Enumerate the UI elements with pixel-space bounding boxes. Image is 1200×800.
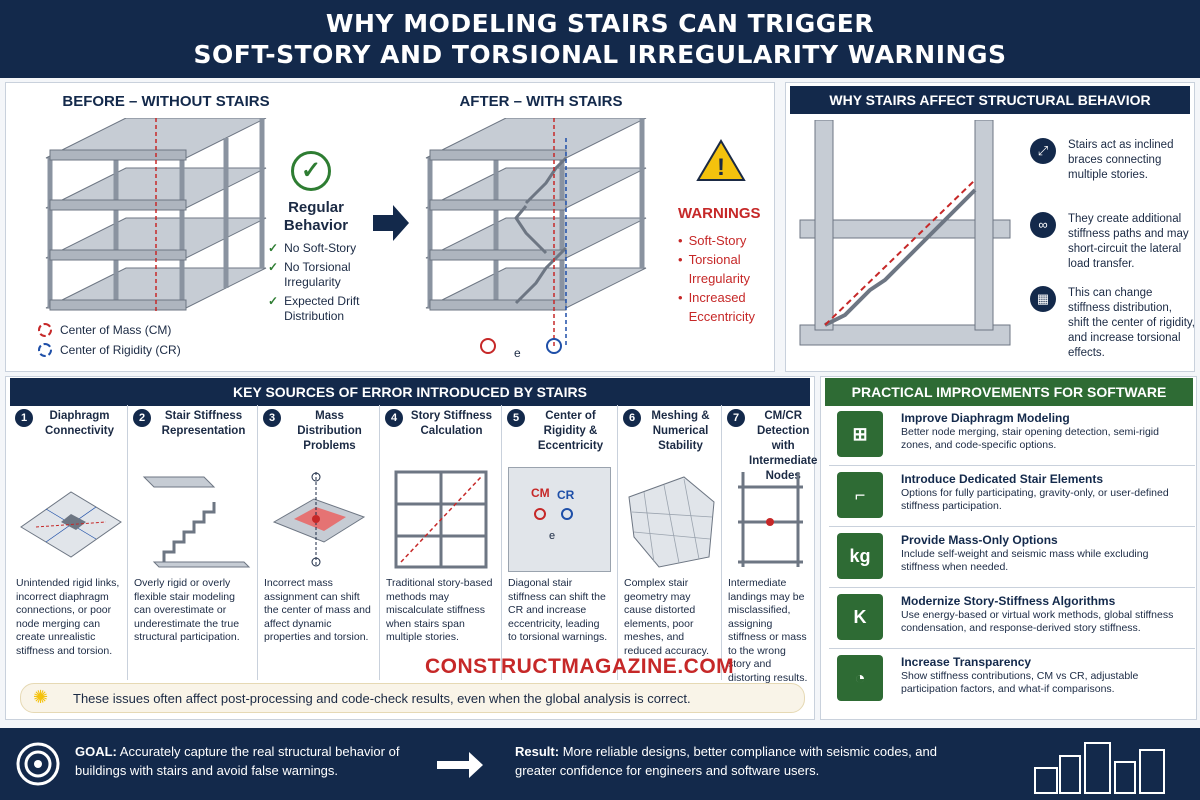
arrows-icon: ⤢ [1030, 138, 1056, 164]
warning-item: •Increased Eccentricity [678, 290, 756, 324]
watermark: CONSTRUCTMAGAZINE.COM [425, 655, 735, 678]
sources-title: KEY SOURCES OF ERROR INTRODUCED BY STAIR… [10, 378, 810, 406]
why-title: WHY STAIRS AFFECT STRUCTURAL BEHAVIOR [790, 86, 1190, 114]
cr-marker [561, 508, 573, 520]
number-badge: 3 [263, 409, 281, 427]
number-badge: 7 [727, 409, 745, 427]
after-title: AFTER – WITH STAIRS [459, 93, 623, 110]
number-badge: 6 [623, 409, 641, 427]
eccentricity-label: e [514, 346, 521, 360]
footer-banner: GOAL: Accurately capture the real struct… [0, 728, 1200, 800]
number-badge: 4 [385, 409, 403, 427]
node-grid-icon: ⊞ [837, 411, 883, 457]
intermediate-node-figure [738, 472, 803, 567]
check-item: ✓No Soft-Story [268, 241, 357, 255]
check-circle-icon: ✓ [291, 151, 331, 191]
warning-item: •Soft-Story [678, 233, 747, 248]
goal-text: GOAL: Accurately capture the real struct… [75, 744, 400, 778]
diaphragm-figure [20, 491, 122, 558]
cm-cr-figure: CM CR e [508, 467, 611, 572]
check-item: ✓Expected Drift Distribution [268, 294, 360, 323]
stairs-icon: ⌐ [837, 472, 883, 518]
cm-label: CM [531, 486, 550, 500]
improvement-item: ⌐ Introduce Dedicated Stair Elements Opt… [829, 466, 1195, 527]
warnings-title: WARNINGS [678, 205, 761, 222]
mesh-figure [628, 476, 715, 568]
building-icon: ▦ [1030, 286, 1056, 312]
note-text: These issues often affect post-processin… [73, 691, 691, 706]
before-after-panel: BEFORE – WITHOUT STAIRS AFTER – WITH STA… [5, 82, 775, 372]
link-icon: ∞ [1030, 212, 1056, 238]
pie-chart-icon: ◔ [837, 655, 883, 701]
regular-checks: ✓No Soft-Story ✓No Torsional Irregularit… [268, 241, 378, 324]
result-text: Result: More reliable designs, better co… [515, 744, 937, 778]
number-badge: 1 [15, 409, 33, 427]
city-skyline-icon [1034, 742, 1165, 794]
frame-figure [394, 470, 488, 569]
title-line-2: SOFT-STORY AND TORSIONAL IRREGULARITY WA… [193, 40, 1007, 69]
improvement-item: ⊞ Improve Diaphragm Modeling Better node… [829, 405, 1195, 466]
header-banner: WHY MODELING STAIRS CAN TRIGGER SOFT-STO… [0, 0, 1200, 78]
building-without-stairs [45, 118, 267, 313]
arrow-right-icon [437, 752, 483, 778]
number-badge: 2 [133, 409, 151, 427]
weight-icon: kg [837, 533, 883, 579]
legend-cm: Center of Mass (CM) [38, 323, 181, 337]
building-with-stairs [425, 118, 647, 354]
stair-brace-illustration [799, 120, 1011, 346]
improvements-title: PRACTICAL IMPROVEMENTS FOR SOFTWARE [825, 378, 1193, 406]
improvement-item: K Modernize Story-Stiffness Algorithms U… [829, 588, 1195, 649]
legend: Center of Mass (CM) Center of Rigidity (… [38, 323, 181, 357]
k-icon: K [837, 594, 883, 640]
warning-item: •Torsional Irregularity [678, 252, 750, 286]
cm-marker [534, 508, 546, 520]
mass-distribution-figure [272, 472, 366, 567]
warnings-list: •Soft-Story •Torsional Irregularity •Inc… [678, 231, 773, 326]
eccentricity-label: e [549, 530, 556, 542]
improvement-item: kg Provide Mass-Only Options Include sel… [829, 527, 1195, 588]
before-title: BEFORE – WITHOUT STAIRS [62, 93, 270, 110]
check-item: ✓No Torsional Irregularity [268, 260, 351, 289]
arrow-right-icon [373, 205, 409, 241]
number-badge: 5 [507, 409, 525, 427]
stair-figure [142, 476, 251, 568]
regular-behavior-title: Regular Behavior [283, 199, 349, 234]
result-label: Result: [515, 744, 560, 759]
svg-text:!: ! [717, 154, 725, 181]
cr-label: CR [557, 488, 575, 502]
lightbulb-icon: ✺ [33, 687, 49, 707]
title-line-1: WHY MODELING STAIRS CAN TRIGGER [325, 9, 875, 38]
target-icon [16, 742, 60, 786]
warning-icon: ! [696, 139, 746, 181]
goal-label: GOAL: [75, 744, 117, 759]
improvement-item: ◔ Increase Transparency Show stiffness c… [829, 649, 1195, 710]
note-box: ✺ These issues often affect post-process… [20, 683, 805, 713]
legend-cr: Center of Rigidity (CR) [38, 343, 181, 357]
